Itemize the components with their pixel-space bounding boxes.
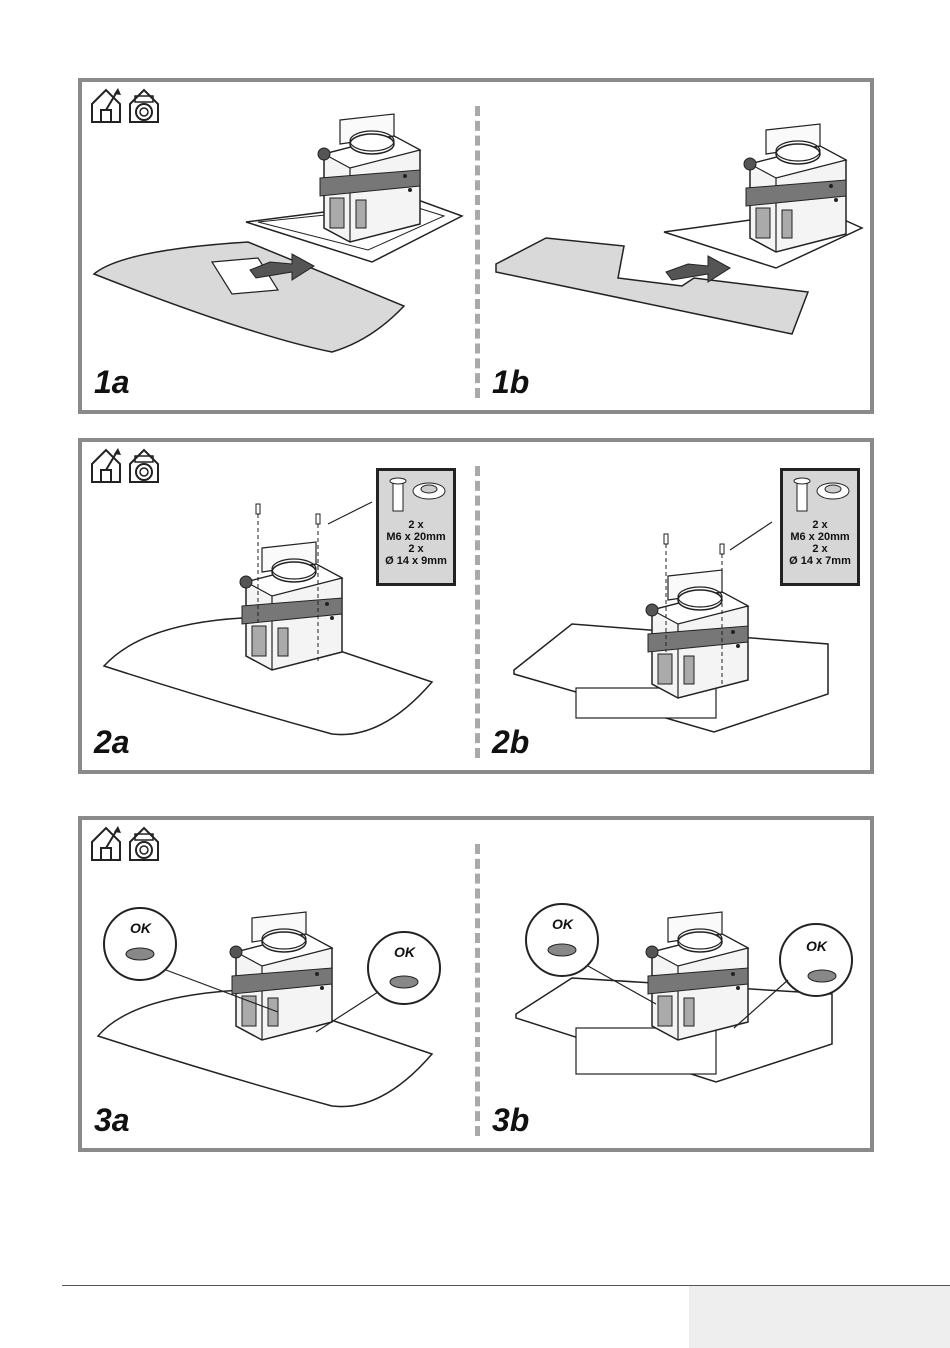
panel-divider [475,844,480,1136]
exhaust-mode-icon [92,826,121,860]
panel-divider [475,106,480,398]
step-panel-2: 2 x M6 x 20mm 2 x Ø 14 x 9mm 2 x M6 x 20… [78,438,874,774]
spec-line: M6 x 20mm [379,531,453,543]
ok-label: OK [394,944,415,960]
screw-and-spacer-icon [379,473,453,517]
detail-callout [526,904,598,976]
motor-unit [646,570,748,698]
spec-line: 2 x [379,543,453,555]
motor-unit [230,912,332,1040]
motor-unit [646,912,748,1040]
mode-icons [92,448,158,482]
fastener-spec-box: 2 x M6 x 20mm 2 x Ø 14 x 9mm [376,468,456,586]
panel-divider [475,466,480,758]
detail-callout [780,924,852,996]
step-label-2b: 2b [492,726,529,758]
spec-line: Ø 14 x 7mm [783,555,857,567]
spec-line: Ø 14 x 9mm [379,555,453,567]
spec-line: M6 x 20mm [783,531,857,543]
footer-page-box [689,1286,950,1348]
step-panel-3: OK OK OK OK 3a 3b [78,816,874,1152]
detail-callout [104,908,176,980]
spec-line: 2 x [379,519,453,531]
motor-unit [240,542,342,670]
recirculation-mode-icon [130,828,158,860]
step-label-2a: 2a [94,726,130,758]
glass-panel-curved [94,242,404,352]
mode-icons [92,88,158,122]
motor-unit [744,124,846,252]
mode-icons [92,826,158,860]
motor-unit [318,114,420,242]
recirculation-mode-icon [130,450,158,482]
step-label-3b: 3b [492,1104,529,1136]
step-label-3a: 3a [94,1104,130,1136]
step-label-1a: 1a [94,366,130,398]
spec-line: 2 x [783,543,857,555]
screw-and-spacer-icon [783,473,857,517]
ok-label: OK [806,938,827,954]
recirculation-mode-icon [130,90,158,122]
exhaust-mode-icon [92,88,121,122]
ok-label: OK [552,916,573,932]
step-label-1b: 1b [492,366,529,398]
ok-label: OK [130,920,151,936]
detail-callout [368,932,440,1004]
exhaust-mode-icon [92,448,121,482]
spec-line: 2 x [783,519,857,531]
step-panel-1: 1a 1b [78,78,874,414]
fastener-spec-box: 2 x M6 x 20mm 2 x Ø 14 x 7mm [780,468,860,586]
